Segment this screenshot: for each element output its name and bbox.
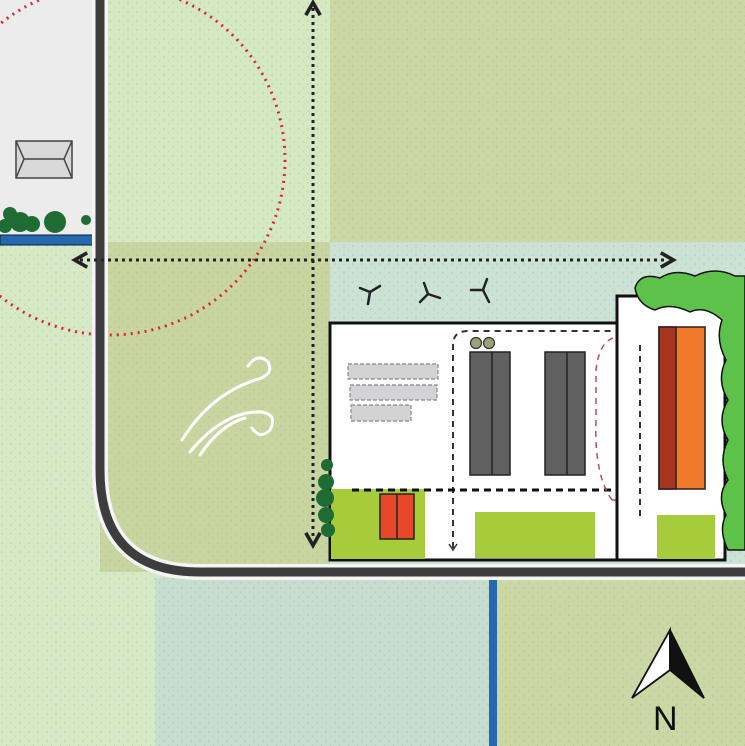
hedge-trees [0,207,91,233]
red-circulation-route [595,336,651,501]
circulation-route [452,330,642,550]
north-arrow-icon [631,626,705,699]
planned-storage [347,363,439,422]
tree-belt-east [634,270,745,551]
water-channel-south [489,578,497,746]
water-channel-west [0,234,99,246]
wind-icon [180,356,275,457]
silo-icons [469,336,496,350]
farm-plot [328,294,727,562]
lawn-center [475,512,595,558]
house-icon [15,140,73,179]
barn-1 [469,351,511,476]
wind-turbine-icons [358,277,491,306]
lawn-east [657,515,715,559]
tree-row-west [316,459,335,537]
north-label: N [653,700,678,738]
road [92,0,745,580]
influence-radius [0,0,287,337]
neighbour-lot [0,0,96,236]
barn-2 [544,351,586,476]
